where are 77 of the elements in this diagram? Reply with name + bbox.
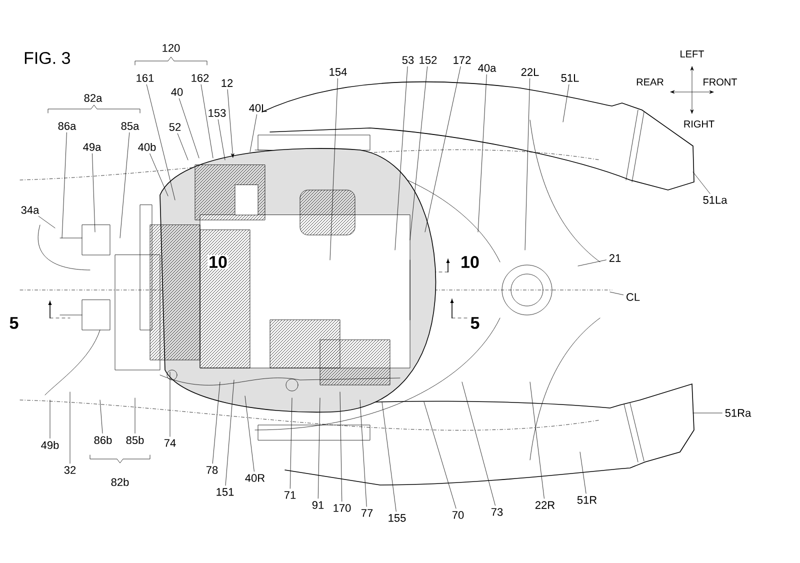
section-label: 5 — [8, 316, 20, 330]
leader-line — [478, 74, 487, 232]
leader-line — [318, 398, 320, 499]
leader-line — [212, 382, 220, 464]
callout-number: 73 — [491, 508, 503, 516]
motorcycle-frame-drawing — [270, 320, 340, 368]
leader-line — [530, 382, 544, 499]
leader-line — [227, 89, 234, 158]
leader-line — [610, 292, 624, 296]
leader-line — [524, 78, 530, 250]
leader-line — [146, 84, 176, 200]
motorcycle-frame-drawing — [194, 164, 266, 220]
leader-line — [244, 396, 254, 472]
leader-line — [462, 382, 496, 506]
leader-line — [340, 392, 342, 502]
callout-number: 77 — [361, 509, 373, 517]
leader-line — [382, 402, 396, 512]
callout-number: 51R — [577, 496, 597, 504]
leader-line — [692, 172, 710, 194]
callout-number: 22L — [521, 68, 539, 76]
leader-line — [394, 66, 408, 250]
callout-number: 12 — [222, 79, 233, 87]
callout-number: 161 — [136, 74, 154, 82]
motorcycle-frame-drawing — [150, 224, 200, 360]
motorcycle-frame-drawing — [200, 230, 250, 368]
callout-number: 51L — [561, 74, 579, 82]
callout-number: 91 — [312, 501, 324, 509]
leader-line — [218, 119, 226, 160]
leader-line — [38, 216, 56, 228]
direction-label: RIGHT — [684, 120, 714, 128]
leader-line — [225, 380, 234, 486]
leader-line — [290, 398, 292, 489]
leader-line — [424, 66, 461, 232]
group-label: 82a — [84, 94, 102, 102]
leader-line — [692, 412, 722, 414]
leader-line — [150, 153, 168, 196]
callout-number: 154 — [330, 68, 347, 76]
leader-line — [330, 78, 338, 260]
callout-number: 151 — [216, 488, 234, 496]
group-label: 82b — [111, 478, 129, 486]
callout-number: 51Ra — [725, 409, 752, 417]
callout-number: 155 — [388, 514, 406, 522]
leader-line — [120, 132, 130, 238]
figure-title: FIG. 3 — [24, 52, 70, 64]
direction-label: REAR — [636, 78, 664, 86]
leader-line — [92, 153, 96, 232]
callout-number: 53 — [402, 56, 414, 64]
leader-line — [178, 98, 200, 158]
section-label: 5 — [469, 316, 481, 330]
callout-number: 71 — [284, 491, 296, 499]
leader-line — [580, 452, 586, 494]
motorcycle-frame-drawing — [38, 190, 410, 396]
motorcycle-frame-drawing — [320, 340, 390, 386]
callout-number: 70 — [452, 511, 464, 519]
group-label: 120 — [162, 44, 180, 52]
callout-number: 172 — [454, 56, 471, 64]
callout-number: 40a — [478, 64, 496, 72]
leader-line — [62, 132, 67, 238]
callout-number: 51La — [703, 196, 728, 204]
leader-line — [578, 260, 606, 266]
callout-number: 152 — [420, 56, 437, 64]
direction-label: FRONT — [704, 78, 737, 86]
leader-line — [100, 400, 103, 434]
section-label: 10 — [208, 254, 228, 270]
leader-line — [424, 402, 456, 509]
direction-label: LEFT — [680, 50, 704, 58]
leader-line — [177, 133, 188, 160]
leader-line — [200, 84, 214, 158]
callout-number: 162 — [192, 74, 209, 82]
leader-line — [410, 66, 428, 240]
leader-line — [360, 400, 367, 507]
leader-line — [562, 84, 570, 122]
section-label: 10 — [460, 254, 480, 270]
leader-line — [250, 114, 257, 152]
callout-number: 22R — [535, 501, 555, 509]
callout-number: 170 — [334, 504, 351, 512]
leader-line — [134, 398, 136, 434]
